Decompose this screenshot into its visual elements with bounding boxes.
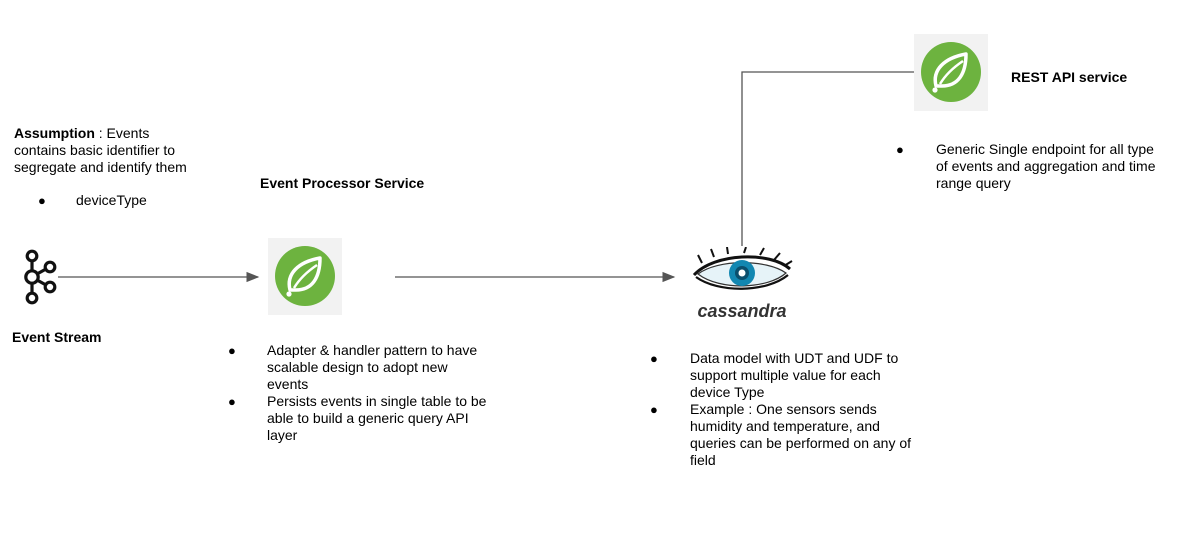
assumption-text: : Events contains basic identifier to se…: [14, 125, 187, 175]
event-processor-spring-icon: [268, 238, 342, 315]
list-item-text: Adapter & handler pattern to have scalab…: [267, 342, 478, 392]
bullet: ●: [228, 394, 236, 409]
bullet: ●: [650, 402, 658, 417]
list-item-text: Data model with UDT and UDF to support m…: [690, 350, 899, 400]
bullet: ●: [650, 351, 658, 366]
list-item: ● Adapter & handler pattern to have scal…: [228, 342, 490, 393]
rest-api-spring-icon: [914, 34, 988, 111]
rest-api-list: ● Generic Single endpoint for all type o…: [896, 141, 1158, 192]
list-item-text: Persists events in single table to be ab…: [267, 393, 487, 443]
list-item-text: Generic Single endpoint for all type of …: [936, 141, 1156, 191]
list-item-text: Example : One sensors sends humidity and…: [690, 401, 912, 468]
cassandra-list: ● Data model with UDT and UDF to support…: [650, 350, 912, 469]
event-stream-label: Event Stream: [12, 329, 102, 345]
list-item: ● Data model with UDT and UDF to support…: [650, 350, 912, 401]
event-processor-title: Event Processor Service: [260, 175, 425, 191]
line-cassandra-to-rest: [741, 71, 914, 246]
cassandra-eye-icon: cassandra: [692, 247, 793, 321]
event-processor-list: ● Adapter & handler pattern to have scal…: [228, 342, 490, 444]
spring-leaf-icon: [275, 246, 335, 306]
list-item: ● Example : One sensors sends humidity a…: [650, 401, 912, 469]
assumption-note: Assumption : Events contains basic ident…: [14, 125, 189, 176]
rest-api-title: REST API service: [1011, 69, 1128, 85]
kafka-icon: [24, 249, 57, 305]
bullet: ●: [896, 142, 904, 157]
spring-leaf-icon: [921, 42, 981, 102]
bullet: ●: [228, 343, 236, 358]
bullet: ●: [38, 193, 46, 208]
cassandra-logo-text: cassandra: [697, 301, 786, 321]
list-item: ● Persists events in single table to be …: [228, 393, 490, 444]
list-item: ● Generic Single endpoint for all type o…: [896, 141, 1158, 192]
assumption-item: deviceType: [76, 192, 147, 208]
assumption-title: Assumption: [14, 125, 95, 141]
